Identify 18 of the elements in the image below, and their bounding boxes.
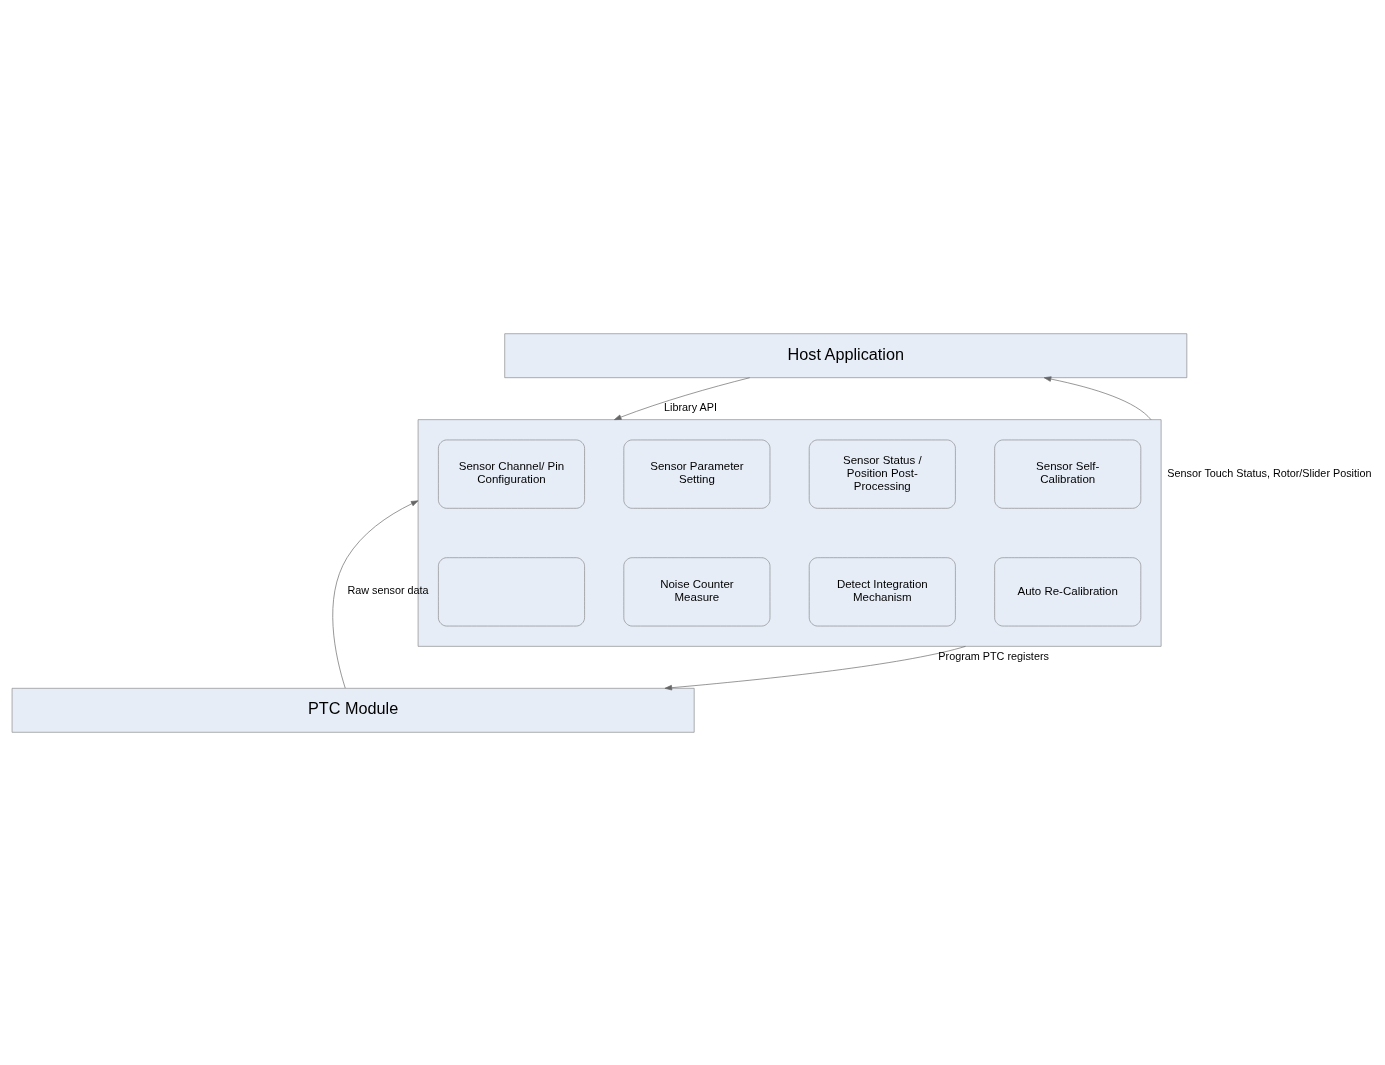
edge-label: Program PTC registers: [938, 649, 1049, 662]
edge-label: Library API: [664, 400, 717, 413]
node-box: [438, 556, 585, 626]
arrow: [332, 499, 419, 688]
node-box: Sensor Status / Position Post-Processing: [808, 439, 956, 509]
node-box: Sensor Self-Calibration: [994, 439, 1142, 509]
node-box: Noise Counter Measure: [623, 556, 771, 626]
node-box: Sensor Channel/ Pin Configuration: [438, 439, 585, 509]
node-box: Auto Re-Calibration: [994, 556, 1142, 626]
node-box: Sensor Parameter Setting: [623, 439, 771, 509]
arrow: [614, 376, 751, 420]
node-box: Host Application: [504, 332, 1188, 378]
arrow: [1043, 375, 1152, 420]
edge-label: Raw sensor data: [347, 583, 429, 596]
node-box: Detect Integration Mechanism: [808, 556, 956, 626]
node-box: PTC Module: [11, 687, 695, 733]
arrow: [664, 645, 966, 690]
edge-label: Sensor Touch Status, Rotor/Slider Position: [1167, 466, 1372, 479]
